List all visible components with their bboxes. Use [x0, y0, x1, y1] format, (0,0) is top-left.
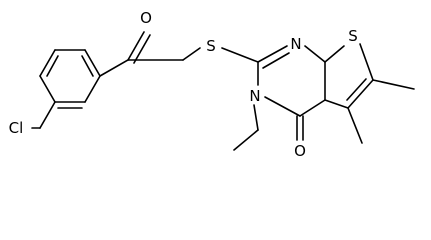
- bond: [359, 43, 374, 81]
- bond: [99, 59, 129, 77]
- atom-label-nitrogen-ring-top: N: [290, 35, 301, 53]
- bond: [182, 47, 201, 61]
- bond: [127, 31, 145, 61]
- bond: [84, 49, 101, 77]
- atom-label-oxygen-ketone: O: [140, 9, 152, 27]
- bond: [46, 55, 59, 77]
- bond-layer: [31, 31, 415, 151]
- bond: [262, 52, 290, 69]
- bond: [299, 99, 326, 117]
- structure-diagram: O S N S N O Cl: [9, 9, 415, 160]
- bond: [324, 99, 349, 109]
- bond: [221, 47, 259, 63]
- atom-label-sulfur-thiophene: S: [348, 27, 358, 45]
- bond: [346, 78, 367, 101]
- atom-layer: O S N S N O Cl: [9, 9, 358, 160]
- atom-label-oxygen-carbonyl: O: [294, 142, 306, 160]
- bond: [264, 96, 301, 117]
- bond: [39, 75, 56, 103]
- bond: [233, 129, 259, 151]
- atom-label-sulfur-thioether: S: [206, 37, 216, 55]
- bond: [324, 45, 345, 63]
- bond: [133, 34, 151, 64]
- molecule-canvas: O S N S N O Cl: [9, 9, 415, 160]
- bond: [81, 55, 94, 77]
- bond: [84, 75, 101, 103]
- bond: [39, 101, 56, 129]
- atom-label-nitrogen-ethyl: N: [249, 87, 260, 105]
- bond: [347, 107, 363, 144]
- bond: [257, 45, 288, 63]
- bond: [253, 104, 259, 131]
- bond: [304, 45, 326, 63]
- bond: [372, 79, 415, 90]
- bond: [39, 49, 56, 77]
- atom-label-chlorine: Cl: [9, 119, 24, 137]
- bond: [347, 79, 374, 109]
